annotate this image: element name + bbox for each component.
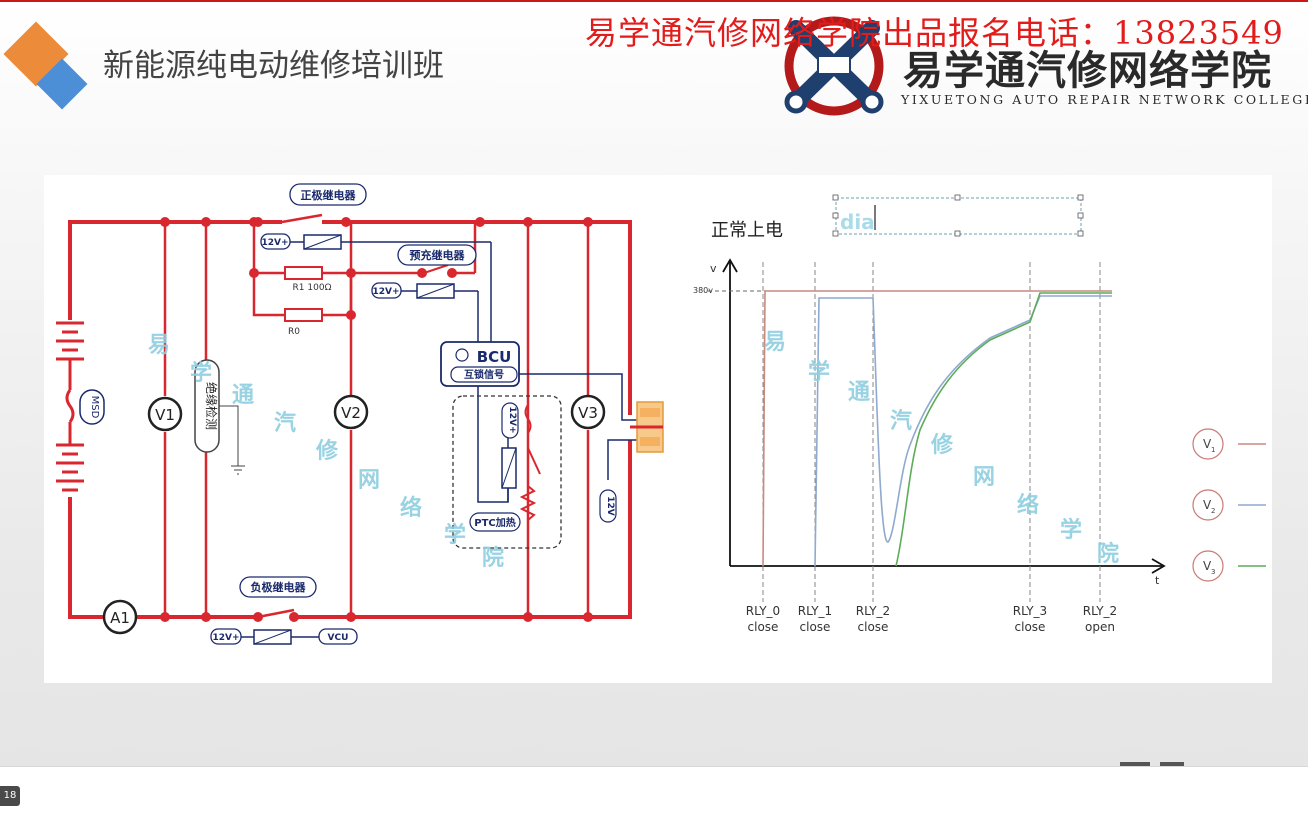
insulation-detection-label: 绝缘检测 xyxy=(204,382,219,430)
junction-dots xyxy=(160,217,593,622)
slide-logo-icon xyxy=(3,21,88,110)
svg-text:修: 修 xyxy=(930,432,954,458)
svg-text:易: 易 xyxy=(764,330,786,355)
bcu-label: BCU xyxy=(477,348,512,366)
svg-text:A1: A1 xyxy=(110,609,130,627)
svg-text:V2: V2 xyxy=(341,404,361,422)
legend: V 1 V 2 V 3 xyxy=(1192,428,1266,582)
slide-title: 新能源纯电动维修培训班 xyxy=(103,48,444,84)
event-3-relay: RLY_3 xyxy=(1013,604,1047,618)
voltmeter-v1: V1 xyxy=(147,396,183,432)
v3-curve xyxy=(895,292,1112,567)
event-4-relay: RLY_2 xyxy=(1083,604,1117,618)
event-2-relay: RLY_2 xyxy=(856,604,890,618)
legend-v2: V 2 xyxy=(1192,489,1266,521)
svg-text:汽: 汽 xyxy=(274,410,296,436)
v1-curve xyxy=(762,290,1112,567)
content-panel: MSD xyxy=(44,175,1272,683)
12v-label-interlock: 12V xyxy=(605,496,615,516)
voltage-mark-label: 380v xyxy=(693,286,713,295)
vcu-label: VCU xyxy=(328,633,349,643)
12v-label-ptc: 12V+ xyxy=(507,406,517,433)
r1-label: R1 100Ω xyxy=(293,283,332,293)
svg-text:学: 学 xyxy=(1060,517,1082,543)
msd-label: MSD xyxy=(89,396,100,419)
graph-title: 正常上电 xyxy=(711,220,783,241)
battery-icon xyxy=(56,321,84,492)
diagram-canvas: MSD xyxy=(56,183,1266,645)
page-number-badge[interactable]: 18 xyxy=(0,786,20,806)
ptc-heating-label: PTC加热 xyxy=(474,516,516,529)
svg-text:络: 络 xyxy=(1017,492,1039,518)
precharge-relay-label: 预充继电器 xyxy=(410,248,466,262)
svg-text:通: 通 xyxy=(848,380,870,405)
svg-text:学: 学 xyxy=(190,360,212,386)
x-axis-label: t xyxy=(1155,574,1160,587)
school-name: 易学通汽修网络学院 xyxy=(903,47,1272,94)
svg-text:通: 通 xyxy=(232,383,254,408)
player-footer xyxy=(0,766,1308,819)
school-name-english: YIXUETONG AUTO REPAIR NETWORK COLLEGE xyxy=(901,92,1308,107)
legend-v1: V 1 xyxy=(1192,428,1266,460)
event-1-state: close xyxy=(800,620,831,634)
svg-text:院: 院 xyxy=(1097,541,1119,567)
school-logo-icon xyxy=(784,16,884,116)
interlock-signal-label: 互锁信号 xyxy=(464,368,504,381)
12v-label-precharge: 12V+ xyxy=(372,287,399,297)
svg-text:修: 修 xyxy=(315,438,339,464)
event-3-state: close xyxy=(1015,620,1046,634)
r0-label: R0 xyxy=(288,327,300,337)
svg-text:网: 网 xyxy=(358,468,380,493)
svg-text:学: 学 xyxy=(808,359,830,385)
power-on-graph: 正常上电 dia v t 380v xyxy=(693,194,1266,634)
legend-v3: V 3 xyxy=(1192,550,1266,582)
connector-icon xyxy=(630,401,664,453)
voltmeter-v3: V3 xyxy=(570,394,606,430)
12v-label-positive: 12V+ xyxy=(261,238,288,248)
svg-text:网: 网 xyxy=(973,465,995,490)
svg-text:络: 络 xyxy=(400,495,422,521)
slide-edge-fragment xyxy=(1120,762,1184,766)
svg-text:学: 学 xyxy=(444,522,466,548)
svg-text:1: 1 xyxy=(1211,446,1215,454)
svg-text:V: V xyxy=(1203,437,1212,451)
svg-text:V3: V3 xyxy=(578,404,598,422)
event-2-state: close xyxy=(858,620,889,634)
top-accent-line xyxy=(0,0,1308,2)
svg-text:易: 易 xyxy=(148,333,170,358)
svg-text:3: 3 xyxy=(1211,568,1215,576)
watermark-right: 易 学 通 汽 修 网 络 学 院 xyxy=(764,330,1119,567)
svg-text:V: V xyxy=(1203,498,1212,512)
event-1-relay: RLY_1 xyxy=(798,604,832,618)
event-0-relay: RLY_0 xyxy=(746,604,780,618)
ammeter-a1: A1 xyxy=(102,599,138,635)
svg-text:V: V xyxy=(1203,559,1212,573)
circuit-diagram: MSD xyxy=(56,183,664,645)
svg-text:V1: V1 xyxy=(155,406,175,424)
event-0-state: close xyxy=(748,620,779,634)
v2-curve xyxy=(814,295,1112,567)
event-4-state: open xyxy=(1085,620,1115,634)
voltmeter-v2: V2 xyxy=(333,394,369,430)
watermark-left: 易 学 通 汽 修 网 络 学 院 xyxy=(148,333,504,571)
negative-relay-label: 负极继电器 xyxy=(251,580,307,594)
banner-phone-text: 易学通汽修网络学院出品报名电话：13823549 xyxy=(585,14,1284,52)
editing-text: dia xyxy=(840,210,875,234)
svg-text:汽: 汽 xyxy=(890,408,912,434)
y-axis-label: v xyxy=(710,262,717,275)
svg-text:2: 2 xyxy=(1211,507,1215,515)
12v-label-negative: 12V+ xyxy=(212,633,239,643)
svg-text:院: 院 xyxy=(482,545,504,571)
positive-relay-label: 正极继电器 xyxy=(301,188,357,202)
editing-text-box[interactable]: dia xyxy=(832,194,1084,237)
